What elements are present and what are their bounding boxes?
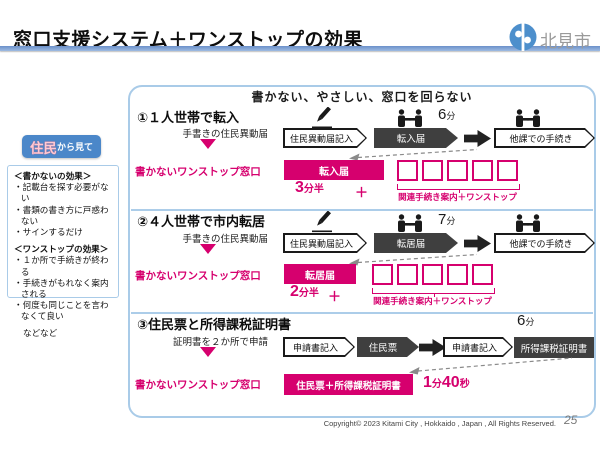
plus-sign: ＋ (328, 289, 342, 304)
title-underline (0, 46, 600, 51)
onestop-effect-item: ・手続きがもれなく案内される (14, 277, 109, 300)
section1-after-label: 書かないワンストップ窓口 (135, 166, 261, 178)
resident-badge-suffix: から見て (56, 142, 93, 152)
related-procedure-boxes (397, 160, 518, 181)
effects-etc-note: などなど (23, 327, 58, 338)
flow-step-counter: 転入届 (374, 128, 458, 148)
dashed-arrow-icon (348, 251, 480, 272)
two-people-icon (396, 109, 424, 132)
flow-step-juminhyo: 住民票 (357, 337, 419, 357)
section3-before-time: 6分 (517, 312, 535, 329)
write-effect-item: ・サインするだけ (14, 227, 83, 238)
section2-before-time: 7分 (438, 211, 456, 228)
section2-before-label: 手書きの住民異動届 (182, 234, 268, 245)
brace (397, 184, 520, 193)
section1-heading: ①１人世帯で転入 (137, 110, 240, 125)
page-title: 窓口支援システム＋ワンストップの効果 (13, 30, 364, 51)
section3-after-label: 書かないワンストップ窓口 (135, 379, 261, 391)
write-effects-title: ＜書かないの効果＞ (14, 171, 92, 181)
section3-heading: ③住民票と所得課税証明書 (137, 317, 292, 332)
resident-badge-main: 住民 (29, 140, 57, 156)
dashed-arrow-icon (348, 146, 480, 167)
flow-step-counter: 転居届 (374, 233, 458, 253)
section3-after-time: 1分40秒 (423, 374, 470, 391)
write-effect-item: ・書類の書き方に戸惑わない (14, 204, 109, 226)
section2-after-label: 書かないワンストップ窓口 (135, 270, 261, 282)
two-people-icon (514, 214, 542, 237)
flow-step-application: 申請書記入 (443, 337, 513, 357)
related-procedure-boxes (372, 264, 493, 285)
dashed-arrow-icon (408, 354, 576, 381)
section1-before-label: 手書きの住民異動届 (182, 129, 268, 140)
panel-headline: 書かない、やさしい、窓口を回らない (251, 90, 473, 104)
section-divider (131, 312, 593, 314)
related-label: 関連手続き案内＋ワンストップ (373, 296, 492, 306)
section1-after-time: 3分半 (295, 179, 324, 196)
related-label: 関連手続き案内＋ワンストップ (398, 192, 517, 202)
flow-step-otherdept: 他課での手続き (494, 128, 595, 148)
flow-step-writing: 住民異動届記入 (283, 128, 367, 148)
onestop-box: 転入届 (284, 160, 384, 180)
section1-before-time: 6分 (438, 106, 456, 123)
flow-step-writing: 住民異動届記入 (283, 233, 367, 253)
two-people-icon (514, 109, 542, 132)
section2-heading: ②４人世帯で市内転居 (137, 214, 266, 229)
city-name: 北見市 (540, 32, 591, 51)
onestop-box: 転居届 (284, 264, 356, 284)
onestop-effect-item: ・何度も同じことを言わなくて良い (14, 300, 109, 322)
pencil-icon (308, 210, 336, 238)
flow-step-taxcert: 所得課税証明書 (514, 337, 594, 358)
down-triangle-icon (200, 244, 216, 254)
pencil-icon (308, 106, 336, 134)
plus-sign: ＋ (355, 185, 369, 200)
page-number: 25 (564, 413, 578, 427)
effects-sidebar: ＜書かないの効果＞ ・記載台を探す必要がない ・書類の書き方に戸惑わない ・サイ… (7, 165, 119, 338)
section3-before-label: 証明書を２か所で申請 (172, 337, 268, 348)
flow-step-application: 申請書記入 (283, 337, 355, 357)
resident-badge: 住民から見て (22, 135, 101, 158)
copyright: Copyright© 2023 Kitami City , Hokkaido ,… (323, 419, 556, 428)
section2-after-time: 2分半 (290, 283, 319, 300)
flow-step-otherdept: 他課での手続き (494, 233, 595, 253)
down-triangle-icon (200, 139, 216, 149)
onestop-effect-item: ・１か所で手続きが終わる (14, 255, 109, 277)
down-triangle-icon (200, 347, 216, 357)
brace (372, 288, 495, 297)
kitami-city-logo-icon (509, 23, 537, 51)
two-people-icon (396, 214, 424, 237)
section-divider (131, 209, 593, 211)
onestop-effects-title: ＜ワンストップの効果＞ (14, 244, 109, 255)
write-effect-item: ・記載台を探す必要がない (14, 182, 109, 204)
onestop-box: 住民票＋所得課税証明書 (284, 374, 413, 395)
